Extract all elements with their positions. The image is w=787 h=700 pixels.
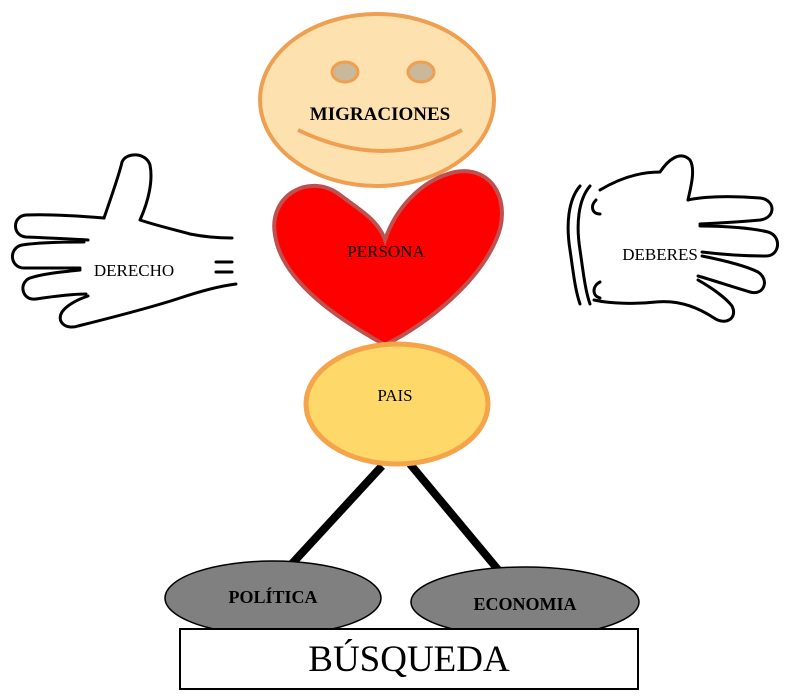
country-node: PAIS — [303, 341, 491, 467]
politics-label: POLÍTICA — [228, 586, 317, 607]
left-hand-label: DERECHO — [94, 261, 174, 280]
politics-node: POLÍTICA — [164, 560, 382, 636]
connector-right — [406, 461, 504, 575]
heart-label: PERSONA — [347, 242, 425, 261]
right-eye — [406, 60, 436, 84]
left-hand-outline — [11, 153, 238, 329]
economy-node: ECONOMIA — [410, 566, 640, 638]
heart-shape: PERSONA — [272, 169, 504, 348]
right-hand-outline — [566, 154, 779, 323]
smile-mouth — [297, 128, 463, 153]
left-eye — [330, 60, 360, 84]
economy-label: ECONOMIA — [474, 594, 577, 614]
base-label: BÚSQUEDA — [308, 638, 510, 680]
smiley-face: MIGRACIONES — [258, 12, 496, 188]
search-base-box: BÚSQUEDA — [179, 628, 639, 690]
right-hand-label: DEBERES — [622, 245, 698, 264]
connector-left — [285, 463, 385, 571]
smiley-label: MIGRACIONES — [310, 104, 450, 125]
country-label: PAIS — [377, 386, 412, 405]
